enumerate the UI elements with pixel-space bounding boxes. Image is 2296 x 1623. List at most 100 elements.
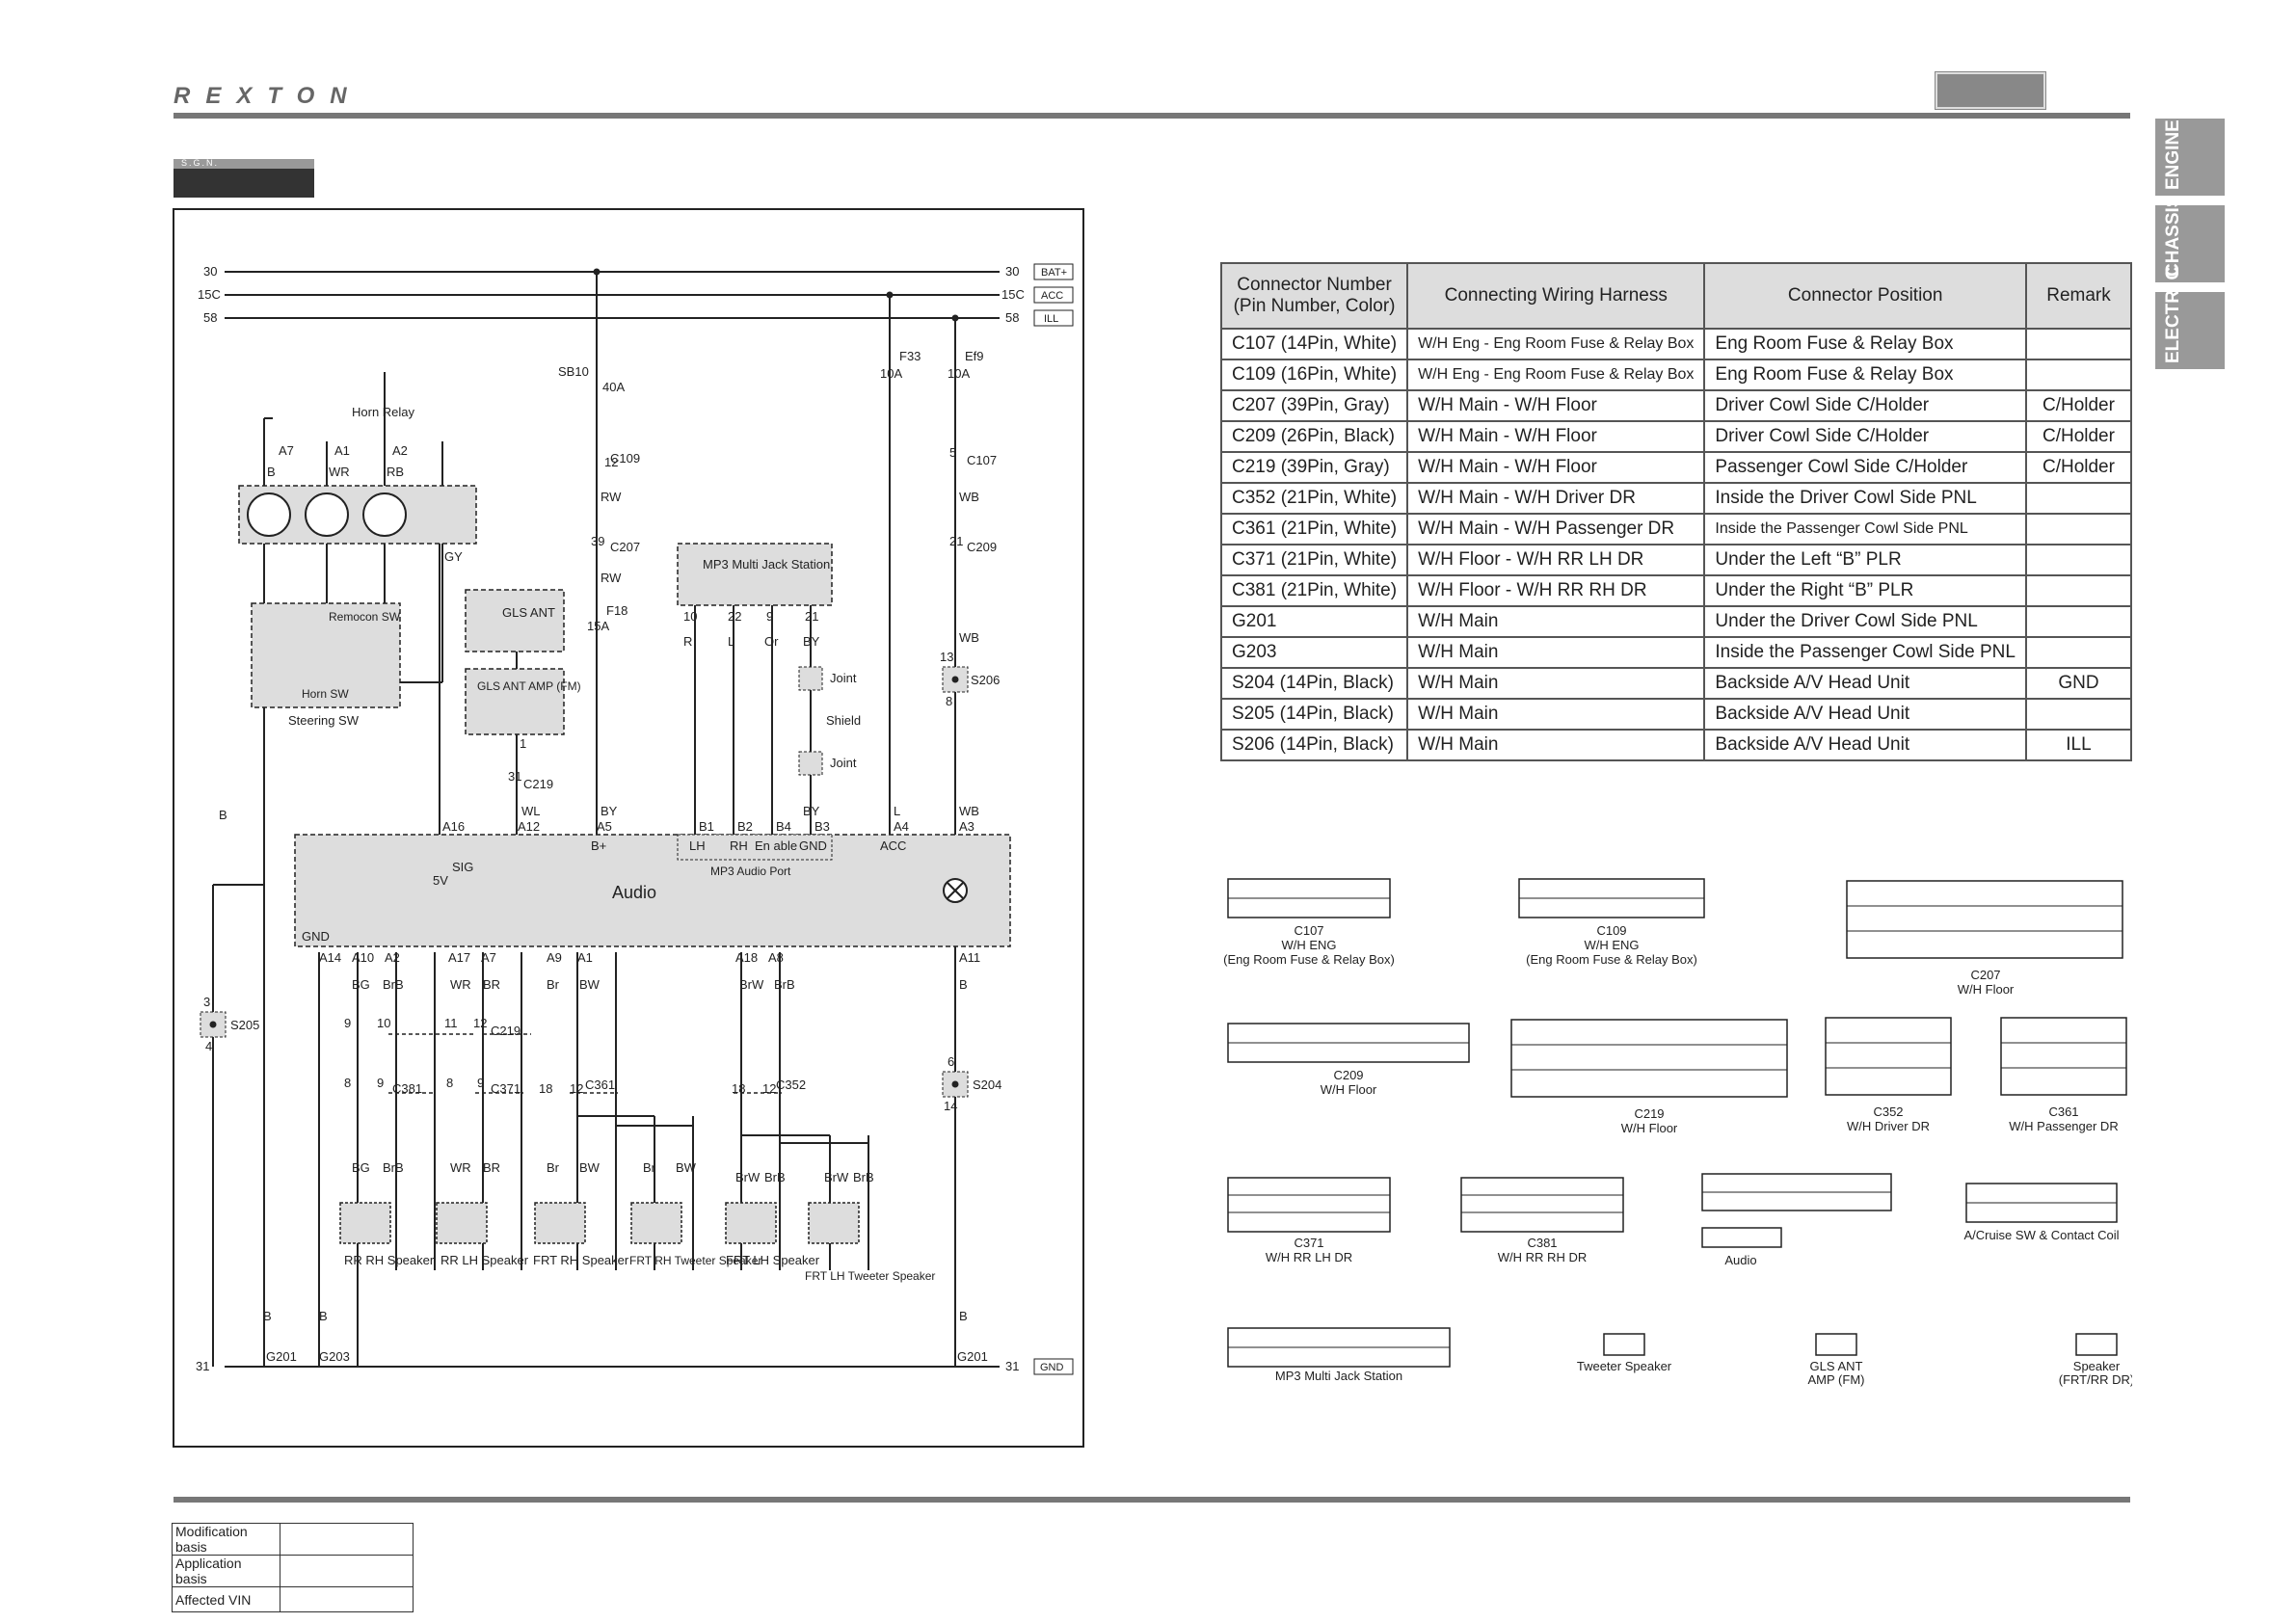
- spk1-wire-a: BG: [352, 1160, 370, 1175]
- affected-vin-label: Affected VIN: [172, 1586, 280, 1612]
- tag-ill: ILL: [1044, 313, 1058, 325]
- wire-l: L: [894, 804, 900, 818]
- c361-pin-12: 12: [570, 1081, 583, 1096]
- c219b-pin-10: 10: [377, 1016, 390, 1030]
- tab-electric[interactable]: ELECTRI C: [2155, 267, 2225, 369]
- rail-30-right: 30: [1005, 264, 1019, 279]
- c371-label: C371: [491, 1081, 521, 1096]
- wire-by: BY: [601, 804, 618, 818]
- bottom-b-2: B: [319, 1309, 328, 1323]
- affected-vin-value: [280, 1586, 414, 1612]
- c381-pin-9: 9: [377, 1076, 384, 1090]
- c352-face: [1825, 1017, 1952, 1096]
- c219-desc: W/H Floor: [1621, 1121, 1678, 1135]
- spk6-wire-a: BrW: [824, 1170, 849, 1184]
- c107-label: C107: [967, 453, 997, 467]
- s205-label: S205: [230, 1018, 259, 1032]
- rail-31-left: 31: [196, 1359, 209, 1373]
- c219-pin: 31: [508, 769, 521, 784]
- c109-desc: W/H ENG: [1584, 938, 1639, 952]
- col-connector-number: Connector Number (Pin Number, Color): [1219, 262, 1409, 330]
- audio-pin-a11: A11: [959, 950, 980, 965]
- spk2-wire-b: BR: [483, 1160, 500, 1175]
- tweeter-conn-name: Tweeter Speaker: [1577, 1359, 1672, 1373]
- remocon-sw: Remocon SW: [329, 610, 401, 624]
- application-basis-value: [280, 1555, 414, 1587]
- spk5-wire-a: BrW: [735, 1170, 761, 1184]
- s206-pin-8: 8: [946, 694, 952, 708]
- gls-conn-desc: AMP (FM): [1808, 1372, 1865, 1387]
- table-row: C107 (14Pin, White)W/H Eng - Eng Room Fu…: [1219, 328, 2133, 360]
- audio-sig: SIG: [452, 860, 473, 874]
- spk4-wire-a: Br: [643, 1160, 656, 1175]
- table-row: C371 (21Pin, White)W/H Floor - W/H RR LH…: [1219, 544, 2133, 576]
- audio-pin-a2: A2: [385, 950, 400, 965]
- speaker-frt-rh: FRT RH Speaker: [533, 1253, 629, 1267]
- c371-pin-9: 9: [477, 1076, 484, 1090]
- c107-name: C107: [1294, 923, 1323, 938]
- mp3-wire-by: BY: [803, 634, 820, 649]
- gls-conn-name: GLS ANT: [1810, 1359, 1863, 1373]
- application-basis-label: Application basis: [172, 1555, 280, 1587]
- table-row: Modification basis: [172, 1523, 414, 1556]
- c219b-pin-11: 11: [444, 1016, 458, 1030]
- wire-br: BR: [483, 977, 500, 992]
- mp3-station-label: MP3 Multi Jack Station: [703, 557, 830, 572]
- ground-g201-b: G201: [957, 1349, 988, 1364]
- mp3-wire-or: Or: [764, 634, 779, 649]
- fuse-f18-amp: 15A: [587, 619, 609, 633]
- c361-face: [2000, 1017, 2127, 1096]
- c207-face: [1846, 880, 2123, 959]
- audio-pin-b1: B1: [699, 819, 714, 834]
- c207-desc: W/H Floor: [1958, 982, 2015, 997]
- tab-chassis[interactable]: CHASSIS: [2155, 196, 2225, 282]
- s205-pin-4: 4: [205, 1039, 212, 1053]
- audio-pin-a12: A12: [518, 819, 540, 834]
- mp3-wire-by-2: BY: [803, 804, 820, 818]
- rail-58-right: 58: [1005, 310, 1019, 325]
- c207-name: C207: [1970, 968, 2000, 982]
- c352-name: C352: [1873, 1104, 1903, 1119]
- tab-engine[interactable]: ENGINE: [2155, 119, 2225, 196]
- c219b-pin-12: 12: [473, 1016, 487, 1030]
- s204-label: S204: [973, 1078, 1001, 1092]
- audio-pin-a3: A3: [959, 819, 974, 834]
- audio-pin-a10: A10: [352, 950, 374, 965]
- c107-desc2: (Eng Room Fuse & Relay Box): [1223, 952, 1395, 967]
- horn-wire-wr: WR: [329, 465, 350, 479]
- audio-conn-name: Audio: [1724, 1253, 1756, 1267]
- spk6-wire-b: BrB: [853, 1170, 874, 1184]
- speaker-face: [2075, 1333, 2118, 1356]
- joint-2: Joint: [830, 756, 857, 770]
- c219-label: C219: [523, 777, 553, 791]
- c209-label: C209: [967, 540, 997, 554]
- audio-pin-a7: A7: [481, 950, 496, 965]
- rail-15c-right: 15C: [1001, 287, 1025, 302]
- horn-pin-a7: A7: [279, 443, 294, 458]
- c209-desc: W/H Floor: [1321, 1082, 1377, 1097]
- c209-pin: 21: [949, 534, 963, 548]
- mp3-pin-22: 22: [728, 609, 741, 624]
- fuse-f18: F18: [606, 603, 627, 618]
- c361-desc: W/H Passenger DR: [2009, 1119, 2118, 1133]
- tweeter-face: [1603, 1333, 1645, 1356]
- c209-name: C209: [1333, 1068, 1363, 1082]
- c219-name: C219: [1634, 1106, 1664, 1121]
- c381-pin-8: 8: [344, 1076, 351, 1090]
- ground-g203: G203: [319, 1349, 350, 1364]
- c207-label: C207: [610, 540, 640, 554]
- tag-acc: ACC: [1041, 290, 1063, 302]
- c361-name: C361: [2048, 1104, 2078, 1119]
- c207-pin: 39: [591, 534, 604, 548]
- mp3-wire-l: L: [728, 634, 734, 649]
- top-rule: [174, 113, 2130, 119]
- audio-bplus: B+: [591, 838, 606, 853]
- c219b-label: C219: [491, 1024, 521, 1038]
- table-row: Affected VIN: [172, 1586, 414, 1612]
- horn-pin-a2: A2: [392, 443, 408, 458]
